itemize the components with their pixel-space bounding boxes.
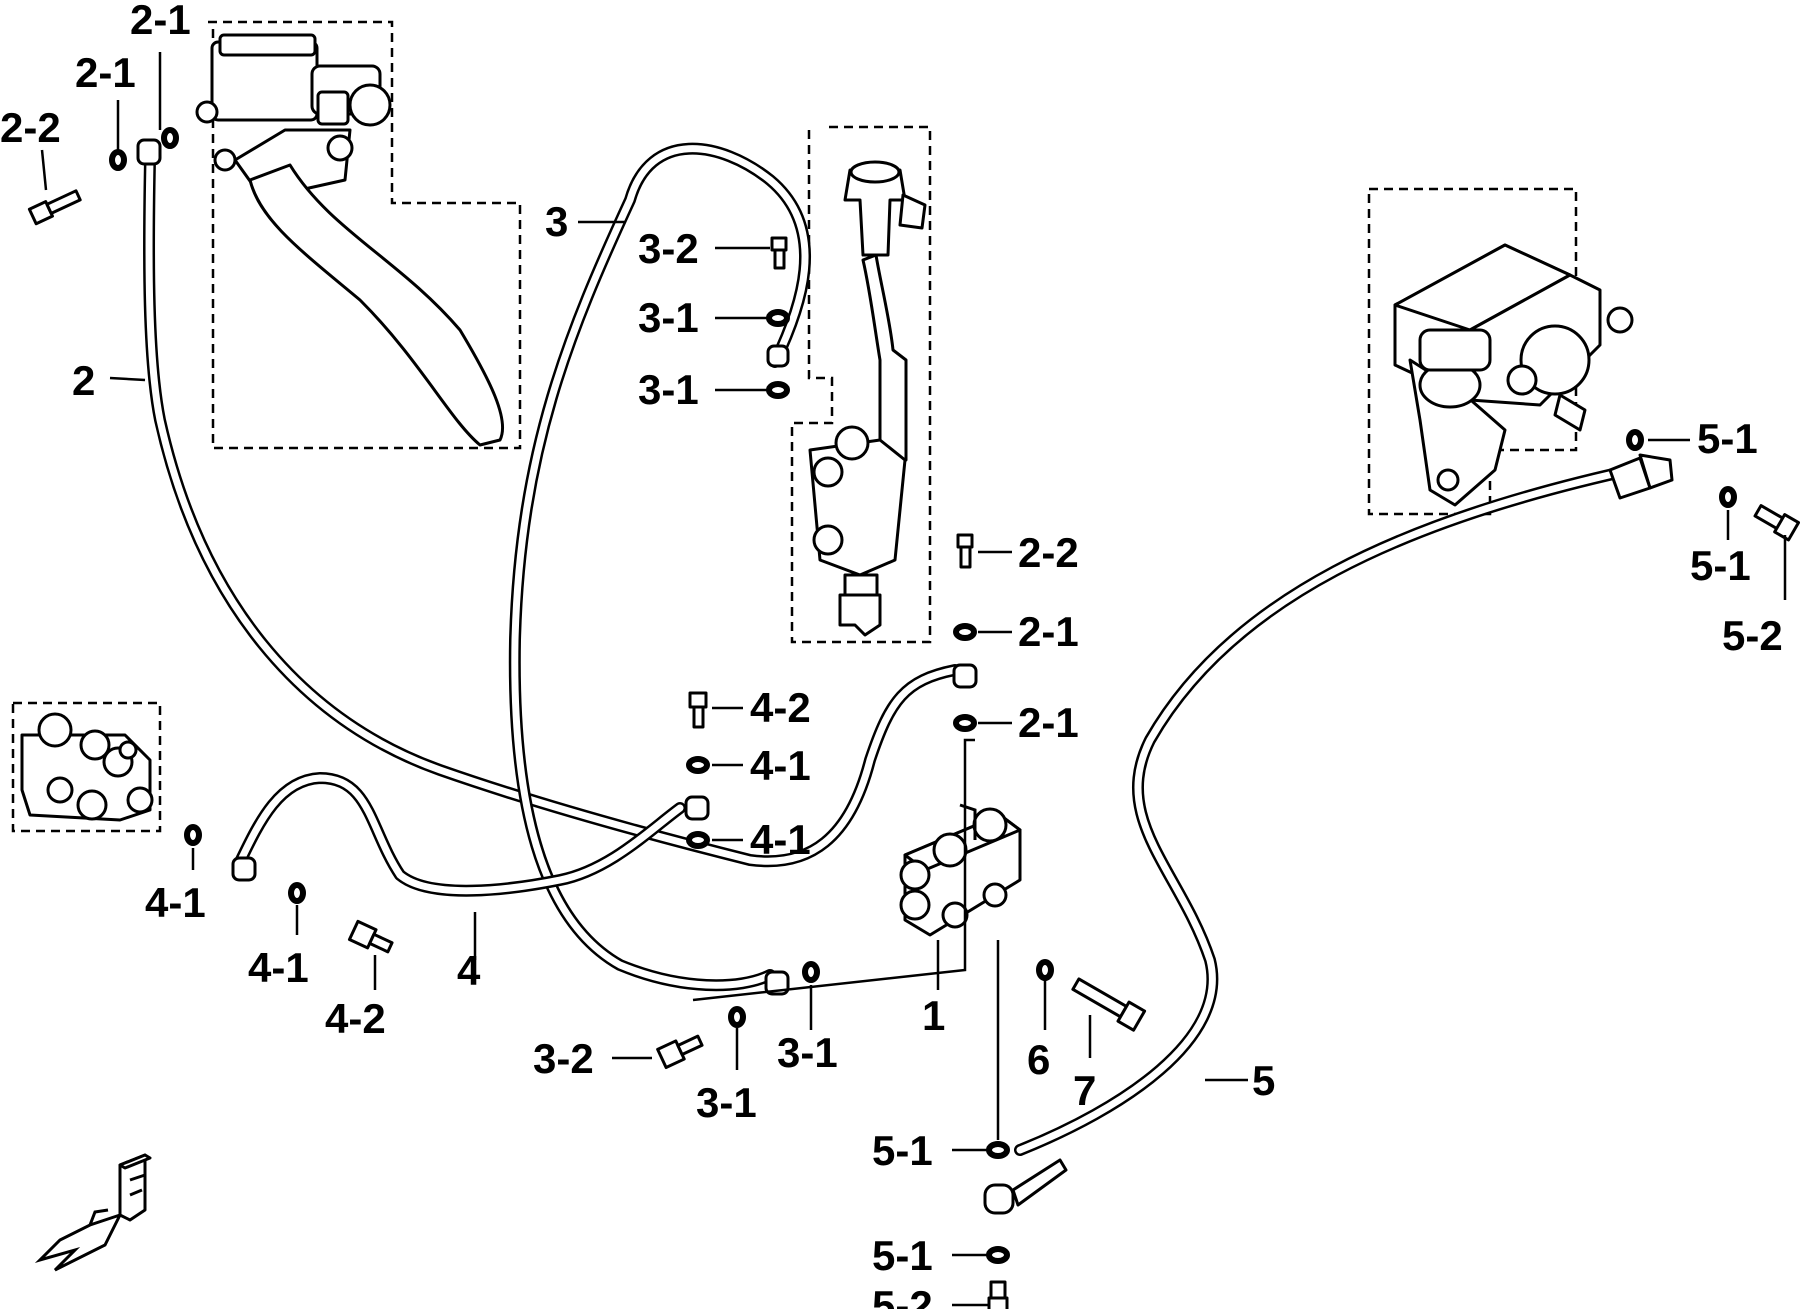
label-3-1: 3-1 — [696, 1079, 757, 1126]
brake-hoses — [143, 142, 1646, 1156]
front-direction-arrow-icon — [34, 1153, 152, 1272]
label-3-2: 3-2 — [533, 1035, 594, 1082]
label-7: 7 — [1073, 1067, 1096, 1114]
outline-left-caliper — [11, 701, 162, 833]
label-5-1: 5-1 — [1697, 415, 1758, 462]
assembly-outlines — [11, 20, 1578, 833]
label-2-1: 2-1 — [75, 49, 136, 96]
label-4-1: 4-1 — [145, 879, 206, 926]
label-5-1: 5-1 — [1690, 542, 1751, 589]
rear-caliper — [1393, 243, 1634, 507]
label-5-1: 5-1 — [872, 1232, 933, 1279]
label-2-1: 2-1 — [130, 0, 191, 43]
left-caliper — [20, 712, 154, 822]
label-4: 4 — [457, 947, 481, 994]
label-3-1: 3-1 — [638, 294, 699, 341]
label-4-1: 4-1 — [750, 742, 811, 789]
label-6: 6 — [1027, 1036, 1050, 1083]
label-3-1: 3-1 — [638, 366, 699, 413]
label-2-1: 2-1 — [1018, 699, 1079, 746]
label-2: 2 — [72, 357, 95, 404]
label-2-2: 2-2 — [0, 104, 61, 151]
label-4-2: 4-2 — [750, 684, 811, 731]
junction-block — [899, 803, 1022, 937]
label-1: 1 — [922, 992, 945, 1039]
label-5: 5 — [1252, 1057, 1275, 1104]
label-4-1: 4-1 — [248, 944, 309, 991]
hose-4 — [234, 772, 686, 897]
fittings — [27, 127, 1800, 1309]
label-5-2: 5-2 — [872, 1282, 933, 1309]
label-4-1: 4-1 — [750, 816, 811, 863]
front-master-cylinder — [195, 33, 505, 447]
label-3: 3 — [545, 198, 568, 245]
label-3-2: 3-2 — [638, 225, 699, 272]
label-2-1: 2-1 — [1018, 608, 1079, 655]
outline-front-master-cylinder — [208, 20, 522, 450]
rear-master-cylinder — [808, 160, 927, 637]
label-5-2: 5-2 — [1722, 612, 1783, 659]
leader-lines — [40, 52, 1787, 1307]
outline-rear-master-cylinder — [790, 125, 932, 644]
label-5-1: 5-1 — [872, 1127, 933, 1174]
outline-rear-caliper — [1367, 187, 1578, 516]
label-3-1: 3-1 — [777, 1029, 838, 1076]
label-2-2: 2-2 — [1018, 529, 1079, 576]
label-4-2: 4-2 — [325, 995, 386, 1042]
